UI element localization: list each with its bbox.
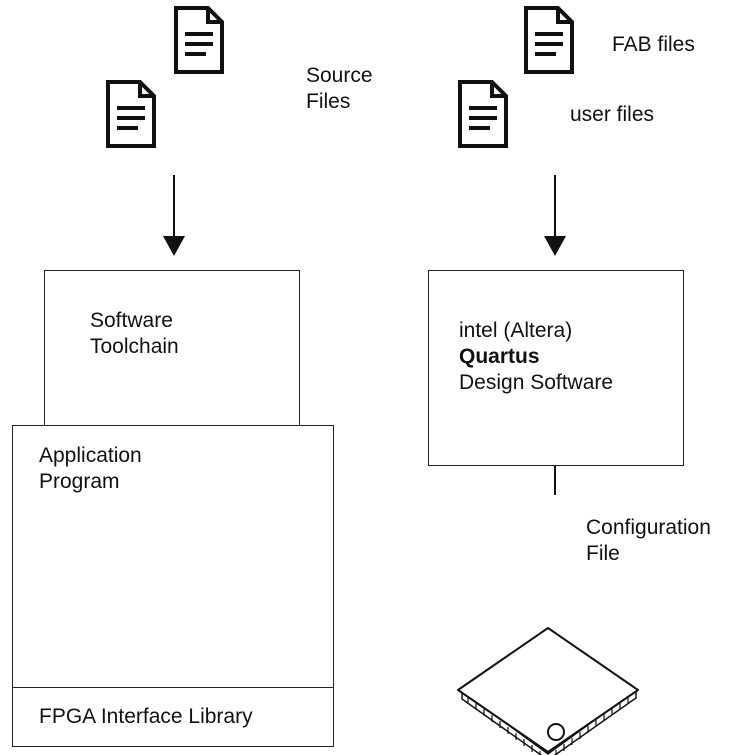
- user-file-icon: [458, 80, 508, 148]
- user-files-label: user files: [570, 103, 655, 126]
- source-files-label-line2: Files: [306, 90, 351, 113]
- quartus-label-line2: Quartus: [459, 345, 540, 368]
- fab-files-label: FAB files: [612, 33, 695, 56]
- source-files-label: Source Files: [306, 63, 373, 115]
- fab-file-icon: [524, 6, 574, 74]
- config-label-line2: File: [586, 542, 620, 565]
- configuration-file-label: Configuration File: [586, 515, 711, 567]
- source-files-label-line1: Source: [306, 64, 373, 87]
- config-label-line1: Configuration: [586, 516, 711, 539]
- quartus-box: intel (Altera) Quartus Design Software: [428, 270, 684, 466]
- source-file-icon-2: [106, 80, 156, 148]
- app-label-line1: Application: [39, 444, 142, 467]
- quartus-label-line1: intel (Altera): [459, 319, 573, 342]
- source-file-icon-1: [174, 6, 224, 74]
- fpga-interface-library-label: FPGA Interface Library: [39, 705, 253, 728]
- quartus-label-line3: Design Software: [459, 371, 614, 394]
- application-program-box: Application Program: [12, 425, 334, 687]
- toolchain-label-line1: Software: [90, 309, 173, 332]
- toolchain-label-line2: Toolchain: [90, 335, 179, 358]
- fpga-interface-library-box: FPGA Interface Library: [12, 687, 334, 747]
- fpga-chip-icon: [457, 627, 639, 755]
- app-label-line2: Program: [39, 470, 120, 493]
